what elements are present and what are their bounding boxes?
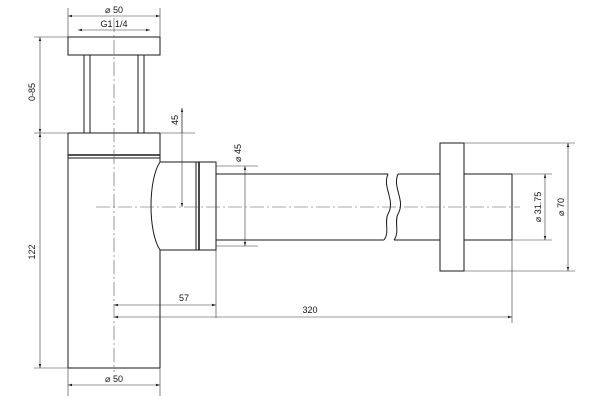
dim-pipe-offset-label: 45 bbox=[170, 115, 180, 125]
dim-pipe-offset: 45 bbox=[160, 108, 195, 207]
dim-inlet-distance: 57 bbox=[114, 250, 217, 318]
dim-pipe-diameter: ⌀ 45 bbox=[216, 144, 258, 247]
dim-rosette-diameter-label: ⌀ 70 bbox=[556, 198, 566, 216]
dim-inlet-distance-label: 57 bbox=[179, 293, 189, 303]
dim-thread-label: G1 1/4 bbox=[100, 19, 127, 29]
dim-height-adjust: 0-85 bbox=[27, 36, 68, 134]
dim-length-label: 320 bbox=[302, 305, 317, 315]
dim-body-diameter: ⌀ 50 bbox=[67, 368, 161, 396]
dim-height-adjust-label: 0-85 bbox=[27, 83, 37, 101]
dim-rosette-diameter: ⌀ 70 bbox=[464, 142, 575, 272]
center-lines bbox=[96, 18, 520, 372]
dim-body-diameter-label: ⌀ 50 bbox=[105, 374, 123, 384]
dim-thread: G1 1/4 bbox=[78, 19, 150, 32]
dim-total-height: 122 bbox=[27, 133, 68, 369]
dim-wall-pipe-diameter-label: ⌀ 31.75 bbox=[533, 192, 543, 222]
outlet-nut bbox=[150, 161, 217, 251]
dim-wall-pipe-diameter: ⌀ 31.75 bbox=[512, 173, 552, 241]
dim-total-height-label: 122 bbox=[27, 244, 37, 259]
trap-body bbox=[67, 132, 161, 369]
dim-cap-diameter: ⌀ 50 bbox=[67, 5, 161, 37]
dim-length: 320 bbox=[114, 240, 513, 323]
dim-pipe-diameter-label: ⌀ 45 bbox=[233, 144, 243, 162]
dim-cap-diameter-label: ⌀ 50 bbox=[105, 5, 123, 15]
